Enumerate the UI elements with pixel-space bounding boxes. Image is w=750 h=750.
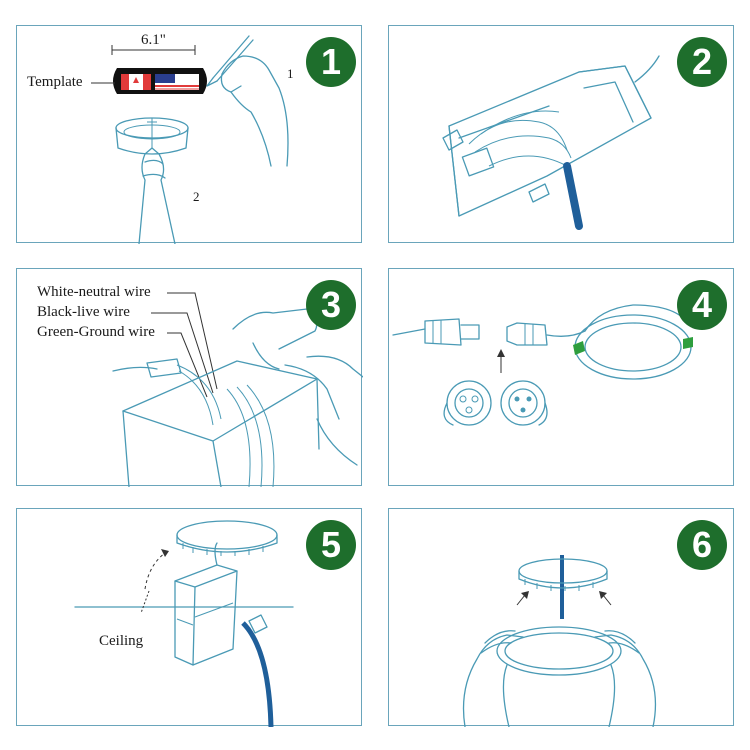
ceiling-label: Ceiling: [99, 633, 144, 649]
step-4-illustration: [392, 304, 693, 426]
step-4-panel: 4: [388, 268, 734, 486]
step-2-illustration: [442, 55, 660, 230]
step-3-illustration: [112, 292, 363, 487]
step-3-panel: White-neutral wire Black-live wire Green…: [16, 268, 363, 487]
step-5-panel: Ceiling 5: [16, 508, 362, 727]
step-2-panel: 2: [388, 25, 734, 243]
step-6-number-badge: 6: [677, 520, 727, 570]
step-1-panel: 6.1" Template 1 2 1: [16, 25, 362, 244]
step-1-illustration: [111, 35, 289, 244]
step-3-number-badge: 3: [306, 280, 356, 330]
sub-step-2-label: 2: [193, 189, 200, 204]
step-2-number-badge: 2: [677, 37, 727, 87]
step-1-number-badge: 1: [306, 37, 356, 87]
green-ground-wire-label: Green-Ground wire: [37, 324, 155, 340]
sub-step-1-label: 1: [287, 66, 294, 81]
step-4-number-badge: 4: [677, 280, 727, 330]
black-live-wire-label: Black-live wire: [37, 304, 130, 320]
dimension-label: 6.1": [141, 32, 166, 48]
template-label: Template: [27, 74, 83, 90]
step-6-illustration: [462, 555, 657, 727]
white-neutral-wire-label: White-neutral wire: [37, 284, 151, 300]
step-5-illustration: [74, 520, 294, 727]
step-6-panel: 6: [388, 508, 734, 727]
step-5-number-badge: 5: [306, 520, 356, 570]
